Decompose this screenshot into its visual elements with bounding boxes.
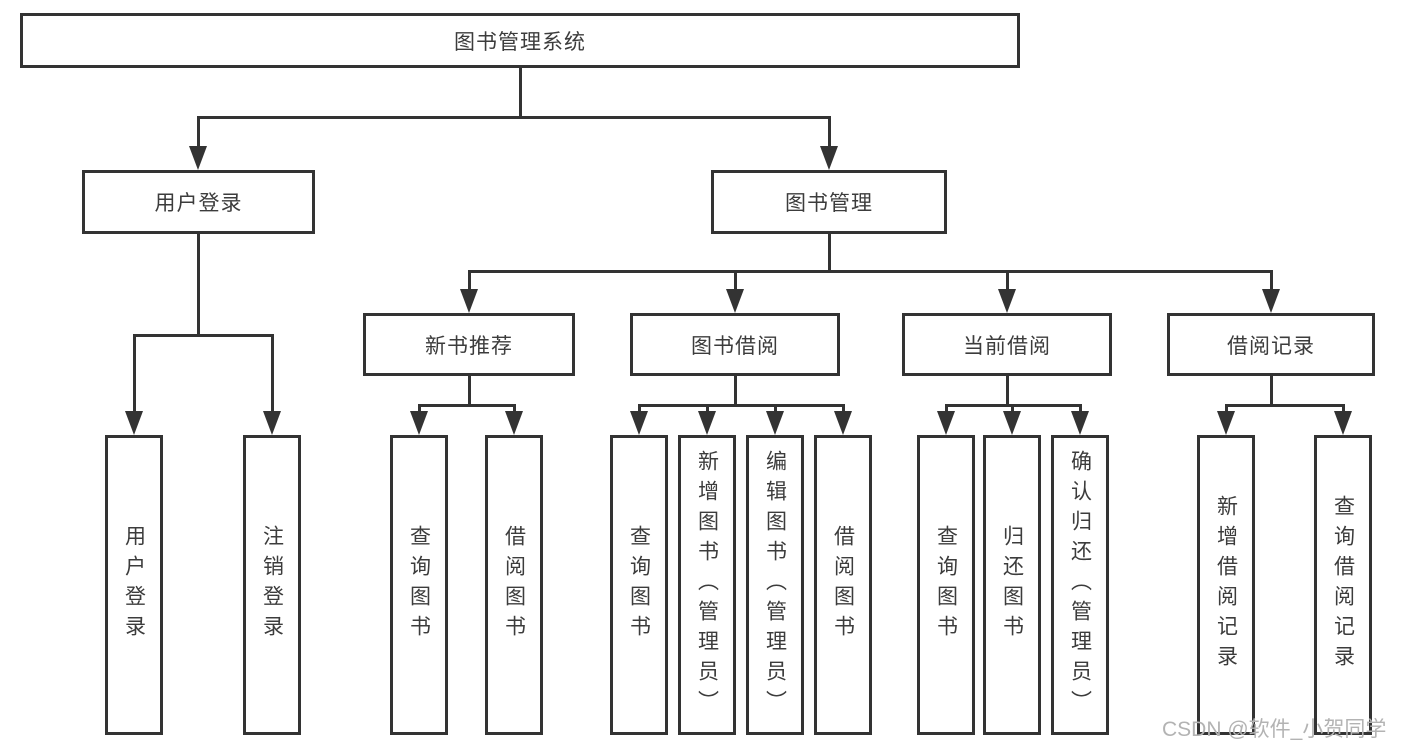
connector-to-leaf-borrow-books-1: [513, 404, 516, 415]
connector-to-leaf-borrow-books-2: [842, 404, 845, 415]
arrow-down-icon: [726, 289, 744, 313]
leaf-borrow-books-1-label: 借阅图书: [502, 525, 526, 645]
arrow-down-icon: [766, 411, 784, 435]
leaf-edit-books-admin-label: 编辑图书（管理员）: [763, 450, 787, 720]
connector-to-leaf-confirm-return: [1079, 404, 1082, 415]
node-borrow-records: 借阅记录: [1167, 313, 1375, 376]
leaf-query-books-1-label: 查询图书: [407, 525, 431, 645]
leaf-query-borrow-record-label: 查询借阅记录: [1331, 495, 1355, 675]
connector-to-leaf-query-borrow-record: [1342, 404, 1345, 415]
node-new-book-recommend: 新书推荐: [363, 313, 575, 376]
connector-to-leaf-add-borrow-record: [1225, 404, 1228, 415]
connector-book-management-bus: [468, 270, 1273, 273]
node-root-library-system: 图书管理系统: [20, 13, 1020, 68]
arrow-down-icon: [505, 411, 523, 435]
arrow-down-icon: [1217, 411, 1235, 435]
arrow-down-icon: [1262, 289, 1280, 313]
leaf-logout-label: 注销登录: [260, 525, 284, 645]
leaf-borrow-books-1: 借阅图书: [485, 435, 543, 735]
leaf-add-books-admin: 新增图书（管理员）: [678, 435, 736, 735]
node-current-borrow-label: 当前借阅: [963, 334, 1051, 358]
connector-to-leaf-query-books-2: [638, 404, 641, 415]
arrow-down-icon: [630, 411, 648, 435]
node-user-login-label: 用户登录: [154, 192, 243, 215]
connector-root-stem: [519, 68, 522, 119]
leaf-user-login: 用户登录: [105, 435, 163, 735]
leaf-user-login-label: 用户登录: [122, 525, 146, 645]
node-book-management: 图书管理: [711, 170, 947, 234]
connector-user-login-stem: [197, 234, 200, 337]
node-new-book-recommend-label: 新书推荐: [425, 334, 513, 358]
connector-to-current-borrow: [1006, 270, 1009, 292]
node-root-label: 图书管理系统: [454, 30, 586, 54]
connector-root-to-book-management: [828, 116, 831, 150]
leaf-query-books-1: 查询图书: [390, 435, 448, 735]
connector-to-book-borrow: [734, 270, 737, 292]
connector-new-book-recommend-stem: [468, 376, 471, 407]
leaf-confirm-return-admin: 确认归还（管理员）: [1051, 435, 1109, 735]
connector-to-leaf-query-books-3: [945, 404, 948, 415]
node-book-borrow: 图书借阅: [630, 313, 840, 376]
connector-to-leaf-edit-books: [774, 404, 777, 415]
arrow-down-icon: [834, 411, 852, 435]
connector-current-borrow-stem: [1006, 376, 1009, 407]
arrow-down-icon: [937, 411, 955, 435]
connector-to-leaf-user-login: [133, 334, 136, 414]
node-borrow-records-label: 借阅记录: [1227, 334, 1315, 358]
leaf-return-books: 归还图书: [983, 435, 1041, 735]
connector-borrow-records-stem: [1270, 376, 1273, 407]
csdn-watermark: CSDN @软件_小贺同学: [1162, 718, 1387, 741]
leaf-edit-books-admin: 编辑图书（管理员）: [746, 435, 804, 735]
arrow-down-icon: [263, 411, 281, 435]
node-book-borrow-label: 图书借阅: [691, 334, 779, 358]
arrow-down-icon: [1071, 411, 1089, 435]
node-user-login: 用户登录: [82, 170, 315, 234]
leaf-query-books-2: 查询图书: [610, 435, 668, 735]
leaf-query-borrow-record: 查询借阅记录: [1314, 435, 1372, 735]
arrow-down-icon: [125, 411, 143, 435]
arrow-down-icon: [410, 411, 428, 435]
leaf-add-books-admin-label: 新增图书（管理员）: [695, 450, 719, 720]
leaf-add-borrow-record-label: 新增借阅记录: [1214, 495, 1238, 675]
connector-to-new-book-recommend: [468, 270, 471, 292]
arrow-down-icon: [820, 146, 838, 170]
leaf-query-books-2-label: 查询图书: [627, 525, 651, 645]
connector-user-login-bus: [133, 334, 274, 337]
connector-new-book-recommend-bus: [418, 404, 516, 407]
arrow-down-icon: [1003, 411, 1021, 435]
leaf-return-books-label: 归还图书: [1000, 525, 1024, 645]
connector-to-leaf-query-books-1: [418, 404, 421, 415]
arrow-down-icon: [998, 289, 1016, 313]
leaf-query-books-3-label: 查询图书: [934, 525, 958, 645]
connector-book-management-stem: [828, 234, 831, 273]
arrow-down-icon: [189, 146, 207, 170]
arrow-down-icon: [460, 289, 478, 313]
arrow-down-icon: [1334, 411, 1352, 435]
connector-to-leaf-return-books: [1011, 404, 1014, 415]
node-book-management-label: 图书管理: [785, 192, 873, 215]
connector-to-borrow-records: [1270, 270, 1273, 292]
leaf-confirm-return-admin-label: 确认归还（管理员）: [1068, 450, 1092, 720]
connector-to-leaf-logout: [271, 334, 274, 414]
leaf-borrow-books-2-label: 借阅图书: [831, 525, 855, 645]
leaf-borrow-books-2: 借阅图书: [814, 435, 872, 735]
leaf-query-books-3: 查询图书: [917, 435, 975, 735]
connector-to-leaf-add-books: [706, 404, 709, 415]
connector-book-borrow-bus: [638, 404, 845, 407]
connector-root-bus: [197, 116, 831, 119]
leaf-add-borrow-record: 新增借阅记录: [1197, 435, 1255, 735]
leaf-logout: 注销登录: [243, 435, 301, 735]
connector-root-to-user-login: [197, 116, 200, 150]
arrow-down-icon: [698, 411, 716, 435]
node-current-borrow: 当前借阅: [902, 313, 1112, 376]
connector-book-borrow-stem: [734, 376, 737, 407]
connector-borrow-records-bus: [1225, 404, 1345, 407]
